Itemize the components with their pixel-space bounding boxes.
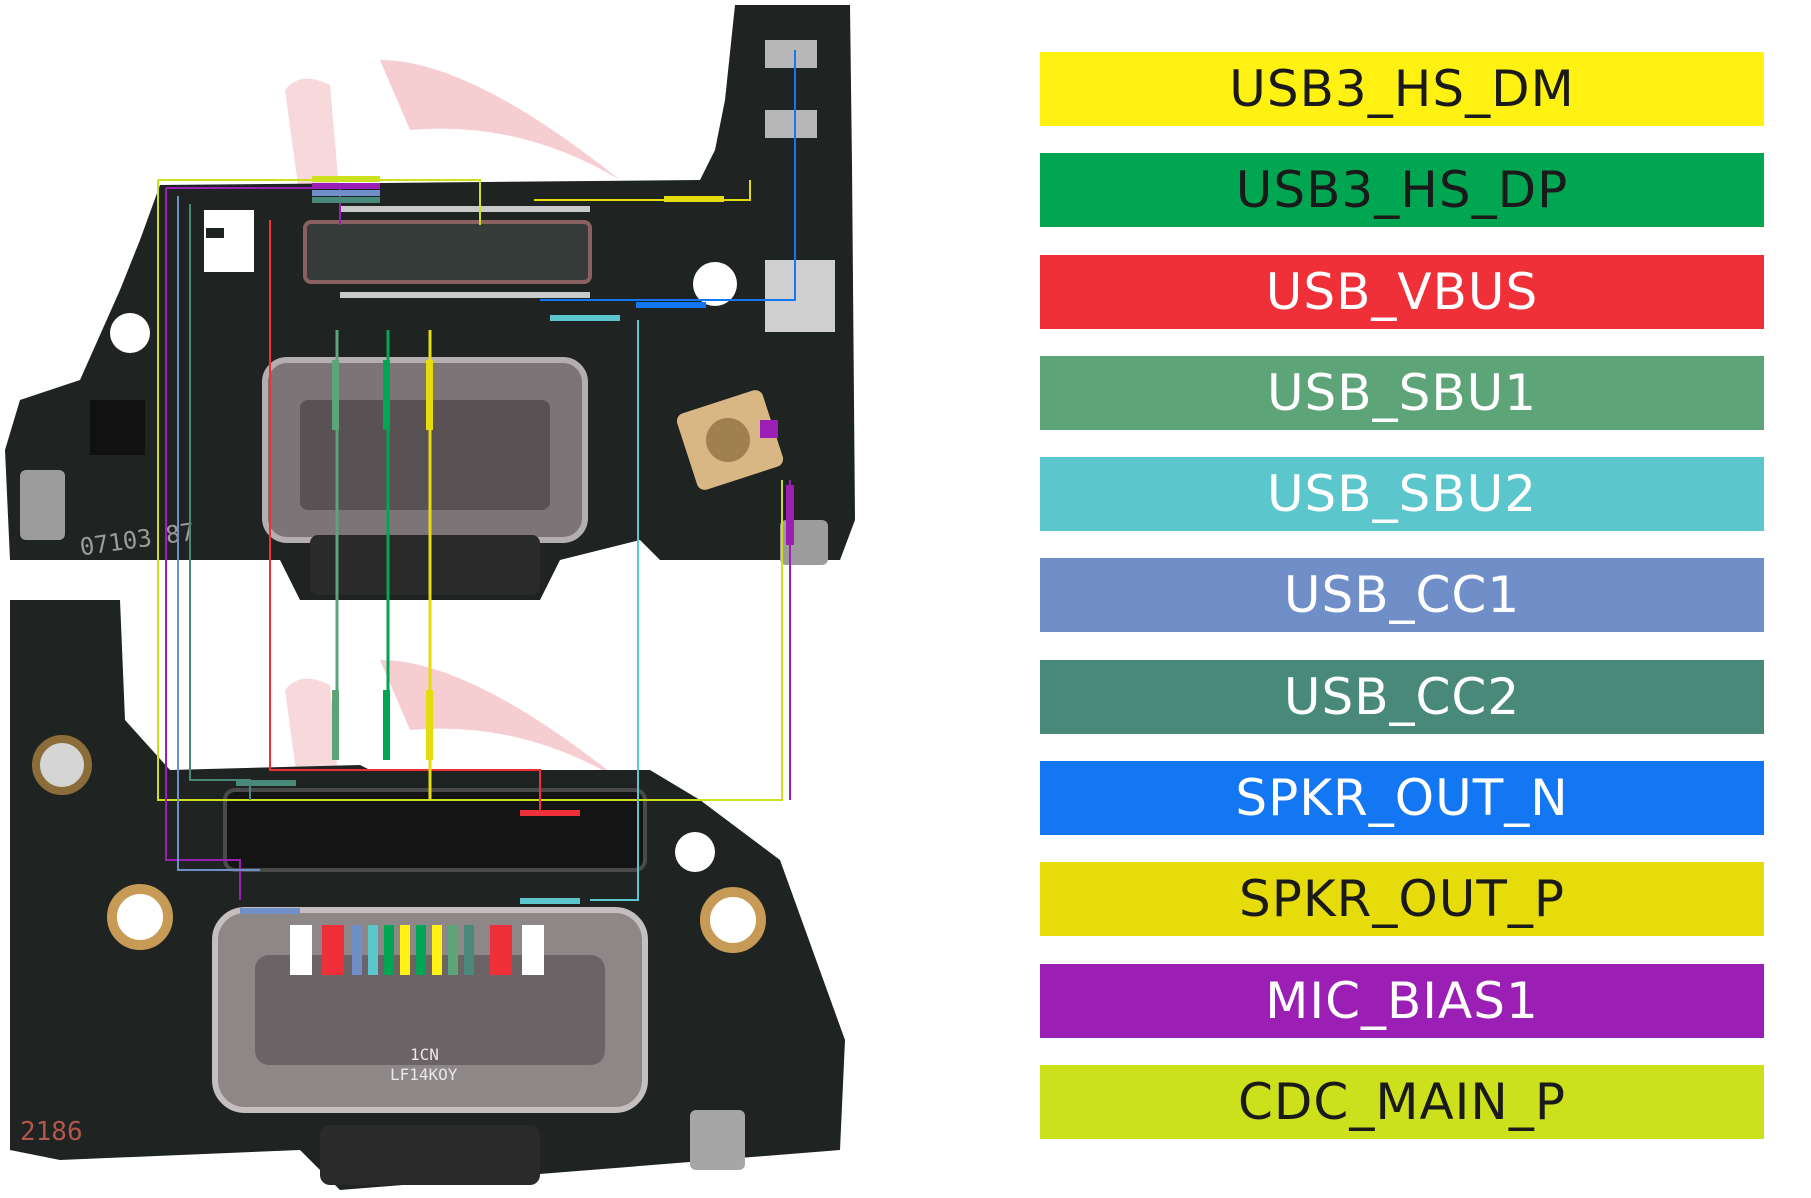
mount-hole — [693, 262, 737, 306]
legend-label: USB_CC2 — [1283, 667, 1521, 726]
legend-row: SPKR_OUT_N — [1040, 761, 1764, 836]
legend-row: USB_VBUS — [1040, 254, 1764, 329]
board-to-board-receptacle — [223, 788, 647, 872]
legend-label: USB_SBU1 — [1266, 363, 1538, 422]
legend-row: USB_CC1 — [1040, 558, 1764, 633]
legend-row: CDC_MAIN_P — [1040, 1064, 1764, 1139]
top-pcb: 07103 87 — [5, 5, 855, 600]
usb-c-plug-body — [310, 535, 540, 595]
board-to-board-connector — [303, 220, 592, 284]
antenna-clip — [20, 470, 65, 540]
legend-label: USB_VBUS — [1265, 262, 1539, 321]
coax-connector — [32, 735, 92, 795]
connector-marking-2: LF14KOY — [390, 1065, 458, 1084]
bottom-pcb: 1CN LF14KOY 2186 — [10, 600, 845, 1190]
connector-marking-1: 1CN — [410, 1045, 439, 1064]
legend-label: USB3_HS_DP — [1235, 161, 1569, 220]
legend-row: USB3_HS_DM — [1040, 52, 1764, 126]
legend-label: MIC_BIAS1 — [1265, 971, 1539, 1030]
usb-pin-highlights — [290, 925, 544, 975]
usb-c-socket-plug — [320, 1125, 540, 1185]
legend-label: SPKR_OUT_N — [1235, 769, 1569, 828]
legend-label: USB3_HS_DM — [1229, 60, 1575, 118]
legend-row: USB_SBU2 — [1040, 457, 1764, 532]
antenna-clip — [690, 1110, 745, 1170]
legend-row: MIC_BIAS1 — [1040, 963, 1764, 1038]
mount-hole — [700, 887, 766, 953]
mount-hole — [110, 313, 150, 353]
data-matrix-code — [765, 260, 835, 332]
legend-row: SPKR_OUT_P — [1040, 862, 1764, 937]
legend-row: USB_SBU1 — [1040, 355, 1764, 430]
legend-label: CDC_MAIN_P — [1238, 1072, 1566, 1131]
mount-hole — [675, 832, 715, 872]
bottom-pcb-marking: 2186 — [20, 1117, 83, 1147]
mount-hole — [107, 884, 173, 950]
legend-row: USB_CC2 — [1040, 659, 1764, 734]
board-diagram: 07103 87 1CN LF14KOY 2186 — [5, 5, 855, 1190]
legend-row: USB3_HS_DP — [1040, 153, 1764, 228]
legend-label: USB_CC1 — [1283, 566, 1521, 625]
legend-label: USB_SBU2 — [1266, 465, 1538, 524]
legend-label: SPKR_OUT_P — [1238, 870, 1566, 929]
trace-tags — [236, 176, 794, 914]
top-pcb-body — [5, 5, 855, 600]
ic-chip — [90, 400, 145, 455]
white-pad — [204, 210, 254, 272]
